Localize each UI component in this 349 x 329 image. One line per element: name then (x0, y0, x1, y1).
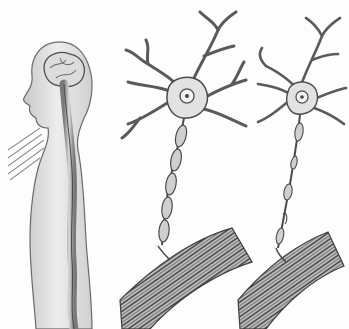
muscle-healthy (120, 228, 252, 329)
muscle-damaged (238, 232, 344, 329)
healthy-neuron (120, 12, 252, 329)
myelin-sheath-intact (158, 124, 189, 242)
human-figure (8, 42, 92, 329)
damaged-neuron (238, 18, 346, 329)
